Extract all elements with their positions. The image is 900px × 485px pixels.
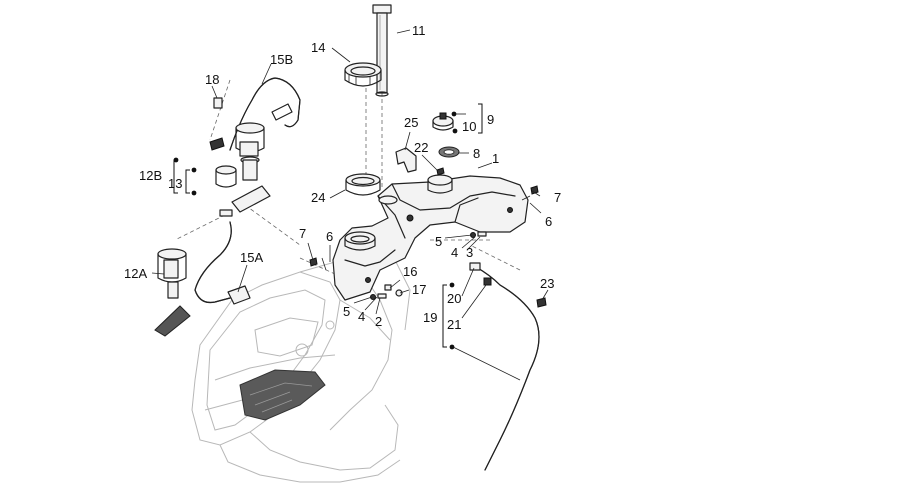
fuel-pump-upper	[209, 77, 301, 217]
callout-25: 25	[404, 115, 418, 130]
scooter-frame	[191, 244, 411, 483]
fuel-cap	[432, 112, 454, 131]
cap-gasket	[438, 146, 460, 158]
callout-12A: 12A	[124, 266, 147, 281]
callout-24: 24	[311, 190, 325, 205]
fuel-tank	[332, 174, 529, 301]
callout-8: 8	[473, 146, 480, 161]
callout-16: 16	[403, 264, 417, 279]
callout-2: 2	[375, 314, 382, 329]
gasket-ring	[345, 173, 381, 196]
leader-lines	[151, 29, 549, 381]
callout-20: 20	[447, 291, 461, 306]
fuel-pump-lower	[154, 221, 251, 337]
callout-15A: 15A	[240, 250, 263, 265]
callout-3: 3	[466, 245, 473, 260]
callout-12B: 12B	[139, 168, 162, 183]
callout-22: 22	[414, 140, 428, 155]
callout-10: 10	[462, 119, 476, 134]
callout-15B: 15B	[270, 52, 293, 67]
callout-labels: 1 2 3 4 4 5 5 6 6 7 7 8 9 10 11 12A 12B …	[124, 23, 561, 332]
tank-bracket	[395, 147, 417, 173]
fuel-level-sender	[372, 4, 392, 97]
callout-14: 14	[311, 40, 325, 55]
callout-13: 13	[168, 176, 182, 191]
callout-21: 21	[447, 317, 461, 332]
callout-9: 9	[487, 112, 494, 127]
callout-7b: 7	[554, 190, 561, 205]
group-brackets	[173, 103, 483, 350]
fasteners	[309, 167, 547, 308]
callout-6a: 6	[326, 229, 333, 244]
callout-4b: 4	[358, 309, 365, 324]
callout-23: 23	[540, 276, 554, 291]
vent-hose	[469, 262, 540, 471]
callout-6b: 6	[545, 214, 552, 229]
callout-5a: 5	[435, 234, 442, 249]
callout-18: 18	[205, 72, 219, 87]
callout-17: 17	[412, 282, 426, 297]
callout-19: 19	[423, 310, 437, 325]
ring-nut	[344, 62, 382, 87]
callout-4a: 4	[451, 245, 458, 260]
callout-5b: 5	[343, 304, 350, 319]
callout-1: 1	[492, 151, 499, 166]
callout-7a: 7	[299, 226, 306, 241]
callout-11: 11	[412, 23, 426, 38]
